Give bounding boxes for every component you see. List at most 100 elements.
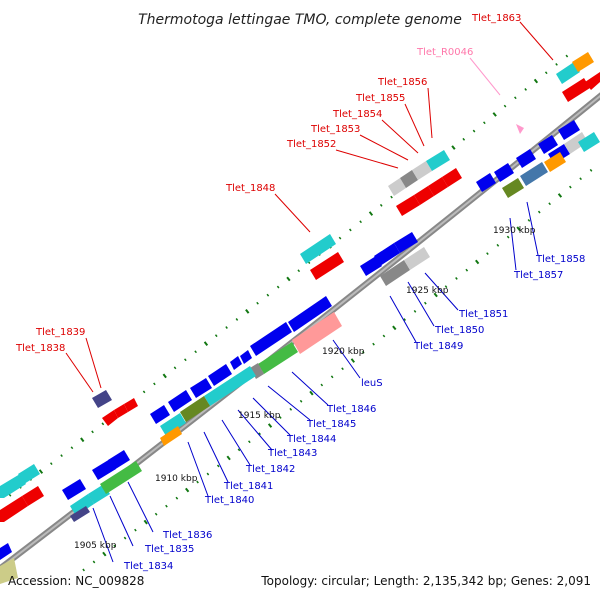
tick-mark: [451, 145, 456, 150]
gene-label: Tlet_1838: [15, 343, 65, 354]
tick-mark: [424, 301, 427, 305]
tick-mark: [214, 334, 218, 338]
tick-mark: [516, 226, 521, 232]
tick-mark: [330, 375, 334, 379]
tick-mark: [279, 416, 282, 419]
tick-mark: [80, 437, 85, 443]
gene-label: Tlet_1857: [513, 270, 563, 281]
tick-mark: [258, 432, 261, 436]
tick-mark: [92, 560, 96, 564]
gene-label: Tlet_1855: [355, 93, 405, 104]
gene-label: Tlet_1836: [162, 530, 212, 541]
kbp-label: 1930 kbp: [493, 226, 536, 236]
tick-mark: [297, 269, 301, 273]
tick-mark: [123, 536, 127, 540]
kbp-label: 1905 kbp: [74, 541, 117, 551]
kbp-label: 1915 kbp: [238, 411, 281, 421]
tick-mark: [165, 504, 168, 508]
tick-mark: [225, 326, 228, 329]
gene-label: Tlet_1848: [225, 183, 275, 194]
tick-mark: [276, 285, 280, 289]
gene-label: Tlet_1842: [245, 464, 295, 475]
tick-mark: [462, 137, 466, 141]
tick-mark: [256, 301, 259, 305]
gene-label: Tlet_1858: [535, 254, 585, 265]
tick-mark: [533, 78, 539, 84]
gene-label: Tlet_1846: [326, 404, 376, 415]
tick-mark: [589, 168, 593, 172]
tick-mark: [184, 358, 187, 362]
tick-mark: [514, 96, 517, 100]
tick-mark: [537, 210, 541, 214]
genes-upper: [0, 52, 600, 522]
gene-label: Tlet_1854: [332, 109, 382, 120]
tick-mark: [216, 464, 220, 468]
kbp-label: 1925 kbp: [406, 286, 449, 296]
tick-mark: [492, 112, 497, 117]
gene-label: Tlet_1839: [35, 327, 85, 338]
tick-mark: [235, 318, 239, 321]
tick-mark: [524, 88, 527, 91]
tick-mark: [245, 308, 250, 314]
tick-mark: [483, 121, 486, 125]
tick-mark: [266, 293, 270, 297]
gene-label: Tlet_1841: [223, 481, 273, 492]
tick-mark: [527, 219, 531, 222]
tick-mark: [102, 551, 107, 557]
gene-label: Tlet_1863: [471, 13, 521, 24]
gene-label: Tlet_1853: [310, 124, 360, 135]
gene-labels-upper: Tlet_1863 Tlet_R0046 Tlet_1856 Tlet_1855…: [15, 13, 521, 354]
tick-mark: [134, 528, 137, 532]
tick-mark: [403, 318, 406, 321]
tick-mark: [153, 382, 156, 386]
tick-mark: [299, 399, 303, 403]
tick-mark: [173, 366, 177, 370]
gene-label: Tlet_1845: [306, 419, 356, 430]
tick-mark: [379, 203, 383, 207]
gene-label: Tlet_1840: [204, 495, 254, 506]
tick-mark: [548, 202, 551, 206]
tick-mark: [433, 292, 438, 298]
tick-mark: [196, 480, 199, 484]
tick-mark: [309, 390, 314, 396]
tick-mark: [91, 430, 94, 434]
tick-mark: [359, 220, 362, 224]
tick-mark: [544, 71, 548, 75]
kbp-label: 1910 kbp: [155, 474, 198, 484]
tick-mark: [38, 469, 44, 474]
tick-mark: [289, 407, 293, 411]
kbp-scale: 1905 kbp 1910 kbp 1915 kbp 1920 kbp 1925…: [74, 226, 536, 551]
tick-mark: [101, 422, 105, 426]
gene-label: Tlet_1835: [144, 544, 194, 555]
gene-label: Tlet_1852: [286, 139, 336, 150]
tick-mark: [555, 63, 558, 66]
tick-mark: [267, 423, 273, 428]
tick-mark: [569, 185, 572, 189]
tick-mark: [372, 342, 375, 346]
gene-labels-lower: Tlet_1858 Tlet_1857 Tlet_1851 Tlet_1850 …: [123, 254, 585, 572]
tick-mark: [465, 268, 469, 272]
tick-mark: [361, 350, 365, 354]
tick-mark: [142, 390, 146, 394]
tick-mark: [113, 544, 117, 548]
tick-mark: [475, 259, 480, 265]
tick-mark: [143, 519, 148, 525]
tick-mark: [368, 211, 374, 216]
tick-mark: [248, 440, 251, 444]
tick-mark: [557, 193, 563, 198]
tick-mark: [203, 341, 209, 347]
tick-mark: [349, 228, 352, 232]
tick-mark: [320, 383, 324, 387]
map-title: Thermotoga lettingae TMO, complete genom…: [138, 12, 462, 28]
gene-label: Tlet_1856: [377, 77, 427, 88]
tick-mark: [60, 454, 63, 458]
gene-label: Tlet_1851: [458, 309, 508, 320]
tick-mark: [496, 243, 500, 247]
kbp-label: 1920 kbp: [322, 347, 365, 357]
tick-mark: [70, 446, 74, 450]
genes-lower: [0, 120, 600, 584]
tick-mark: [286, 276, 291, 282]
gene-label: Tlet_R0046: [416, 47, 473, 58]
accession-text: Accession: NC_009828: [8, 574, 144, 588]
